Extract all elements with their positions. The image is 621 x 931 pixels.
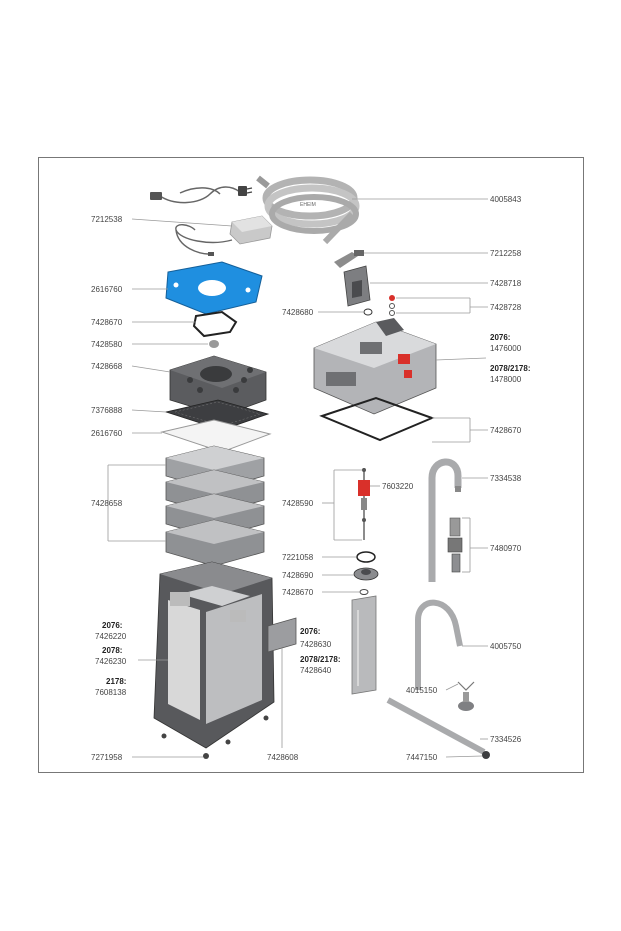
label-4005843: 4005843: [490, 195, 522, 204]
canister-body-part: [153, 561, 275, 749]
white-pad-part: [160, 419, 272, 453]
part-number-labels: 4005843 7212538 7212258 2616760 7428718 …: [91, 195, 530, 762]
label-7428670-a: 7428670: [91, 318, 123, 327]
label-1476000: 1476000: [490, 344, 522, 353]
label-7428590: 7428590: [282, 499, 314, 508]
power-supply-part: [175, 215, 273, 256]
rotor-cover-part: [353, 567, 379, 581]
label-7428718: 7428718: [490, 279, 522, 288]
label-7428658: 7428658: [91, 499, 123, 508]
label-4015150: 4015150: [406, 686, 438, 695]
label-7221058: 7221058: [282, 553, 314, 562]
small-o-ring: [359, 589, 369, 595]
hose-connector-part: [334, 250, 364, 268]
label-7447150: 7447150: [406, 753, 438, 762]
label-7212258: 7212258: [490, 249, 522, 258]
label-7334538: 7334538: [490, 474, 522, 483]
valve-ring-part: [389, 303, 395, 309]
impeller-part: [358, 468, 370, 540]
hose-coil-part: EHEIM: [256, 175, 360, 245]
label-4005750: 4005750: [490, 642, 522, 651]
leader-lines: [107, 198, 488, 758]
label-1478000: 1478000: [490, 375, 522, 384]
foot-part: [203, 753, 209, 759]
filter-top-part: [169, 355, 267, 417]
diffuser-part: [447, 517, 463, 573]
blue-lid-pad-part: [165, 261, 263, 315]
label-7428608: 7428608: [267, 753, 299, 762]
label-2076-a: 2076:: [490, 333, 510, 342]
label-2078-a: 2078:: [102, 646, 122, 655]
long-intake-tube: [386, 697, 486, 755]
valve-ring-part-2: [389, 310, 395, 316]
suction-cup-part: [457, 681, 475, 711]
label-7603220: 7603220: [382, 482, 414, 491]
side-latch-part: [267, 617, 297, 653]
power-cable-part: [150, 186, 253, 204]
outlet-pipe-part: [428, 458, 462, 582]
svg-text:EHEIM: EHEIM: [300, 202, 316, 208]
intake-pipe-part: [415, 599, 463, 690]
label-2616760-a: 2616760: [91, 285, 123, 294]
knob-part: [209, 340, 219, 348]
label-7428630: 7428630: [300, 640, 332, 649]
label-2078-2178-b: 2078/2178:: [300, 655, 340, 664]
label-7428640: 7428640: [300, 666, 332, 675]
o-ring-part: [363, 308, 373, 316]
label-2616760-b: 2616760: [91, 429, 123, 438]
label-2076-b: 2076:: [102, 621, 122, 630]
adapter-part: [343, 265, 371, 307]
label-7428728: 7428728: [490, 303, 522, 312]
label-7608138: 7608138: [95, 688, 127, 697]
shaft-o-ring: [356, 551, 376, 563]
pump-head-part: [313, 318, 437, 415]
label-7334526: 7334526: [490, 735, 522, 744]
filter-baskets-part: [165, 445, 265, 567]
label-7428690: 7428690: [282, 571, 314, 580]
label-7428670-b: 7428670: [490, 426, 522, 435]
label-7480970: 7480970: [490, 544, 522, 553]
label-7426230: 7426230: [95, 657, 127, 666]
red-ring-part: [389, 295, 395, 301]
label-7428668: 7428668: [91, 362, 123, 371]
strainer-part: [482, 751, 490, 759]
lid-seal-ring: [192, 310, 238, 338]
label-7428580: 7428580: [91, 340, 123, 349]
label-7271958: 7271958: [91, 753, 123, 762]
intake-tube-part: [351, 595, 377, 695]
label-7212538: 7212538: [91, 215, 123, 224]
label-2078-2178-a: 2078/2178:: [490, 364, 530, 373]
label-7428680: 7428680: [282, 308, 314, 317]
label-7428670-c: 7428670: [282, 588, 314, 597]
label-2178: 2178:: [106, 677, 126, 686]
label-7376888: 7376888: [91, 406, 123, 415]
label-2076-c: 2076:: [300, 627, 320, 636]
label-7426220: 7426220: [95, 632, 127, 641]
